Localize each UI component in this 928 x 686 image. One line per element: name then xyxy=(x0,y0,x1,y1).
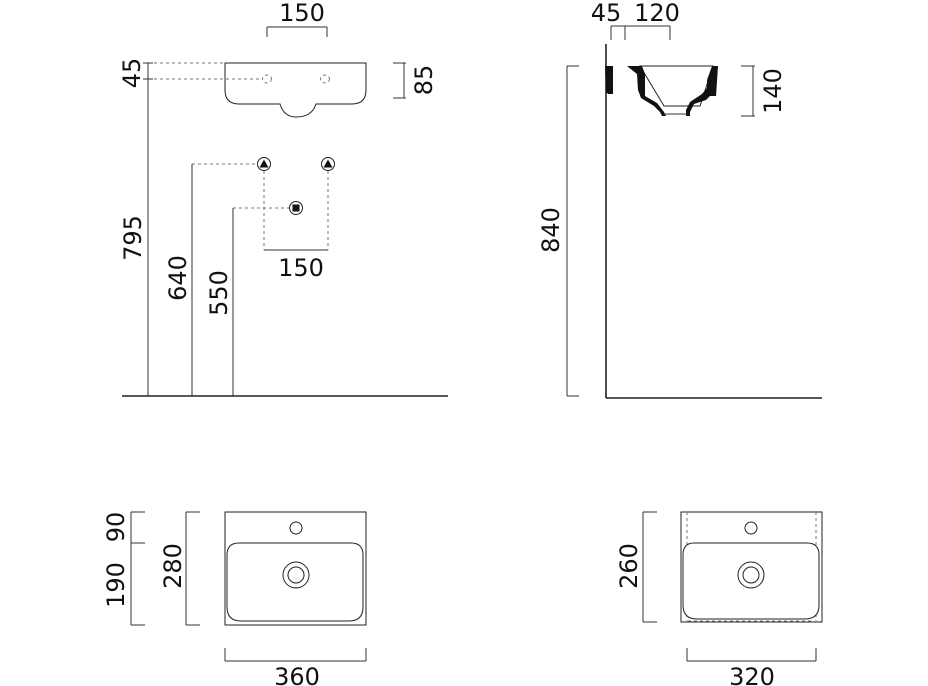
basin-front-outline xyxy=(224,62,367,118)
side-view: 45 120 140 840 xyxy=(537,0,822,399)
dim-bowl-depth: 140 xyxy=(759,68,787,114)
dim-basin-height: 85 xyxy=(410,65,438,96)
dim-rim-height: 840 xyxy=(537,207,565,253)
dim-bowl-zone: 190 xyxy=(102,562,130,608)
top-view-alt: 260 320 xyxy=(615,511,823,686)
top-view: 90 190 280 360 xyxy=(102,511,367,686)
basin-section-rim-left xyxy=(627,66,666,116)
dim-width: 360 xyxy=(274,663,320,686)
front-view: 150 45 85 795 640 550 xyxy=(118,0,448,397)
basin-section-rim-right xyxy=(686,66,718,116)
dim-tap-spacing-top: 150 xyxy=(279,0,325,27)
dim-supply-height: 640 xyxy=(164,255,192,301)
drain-inner xyxy=(287,566,305,584)
dim-tap-offset: 120 xyxy=(634,0,680,27)
basin-section-inner xyxy=(639,65,714,107)
supply-triangle-icon xyxy=(321,157,335,171)
basin-section-wall-left xyxy=(605,66,613,94)
dim-wall-offset: 45 xyxy=(591,0,622,27)
tap-hole-left xyxy=(262,74,272,84)
dim-rim-offset: 45 xyxy=(118,58,146,89)
waste-square-icon xyxy=(289,201,303,215)
tap-hole xyxy=(744,521,758,535)
supply-triangle-icon xyxy=(257,157,271,171)
dim-waste-height: 550 xyxy=(205,270,233,316)
dim-depth: 260 xyxy=(615,543,643,589)
drain-inner xyxy=(742,566,760,584)
dim-width: 320 xyxy=(729,663,775,686)
dim-supply-spacing: 150 xyxy=(278,254,324,282)
tap-hole xyxy=(289,521,303,535)
tap-hole-right xyxy=(320,74,330,84)
dim-mount-height: 795 xyxy=(119,215,147,261)
dim-tap-zone: 90 xyxy=(102,512,130,543)
dim-depth: 280 xyxy=(159,543,187,589)
